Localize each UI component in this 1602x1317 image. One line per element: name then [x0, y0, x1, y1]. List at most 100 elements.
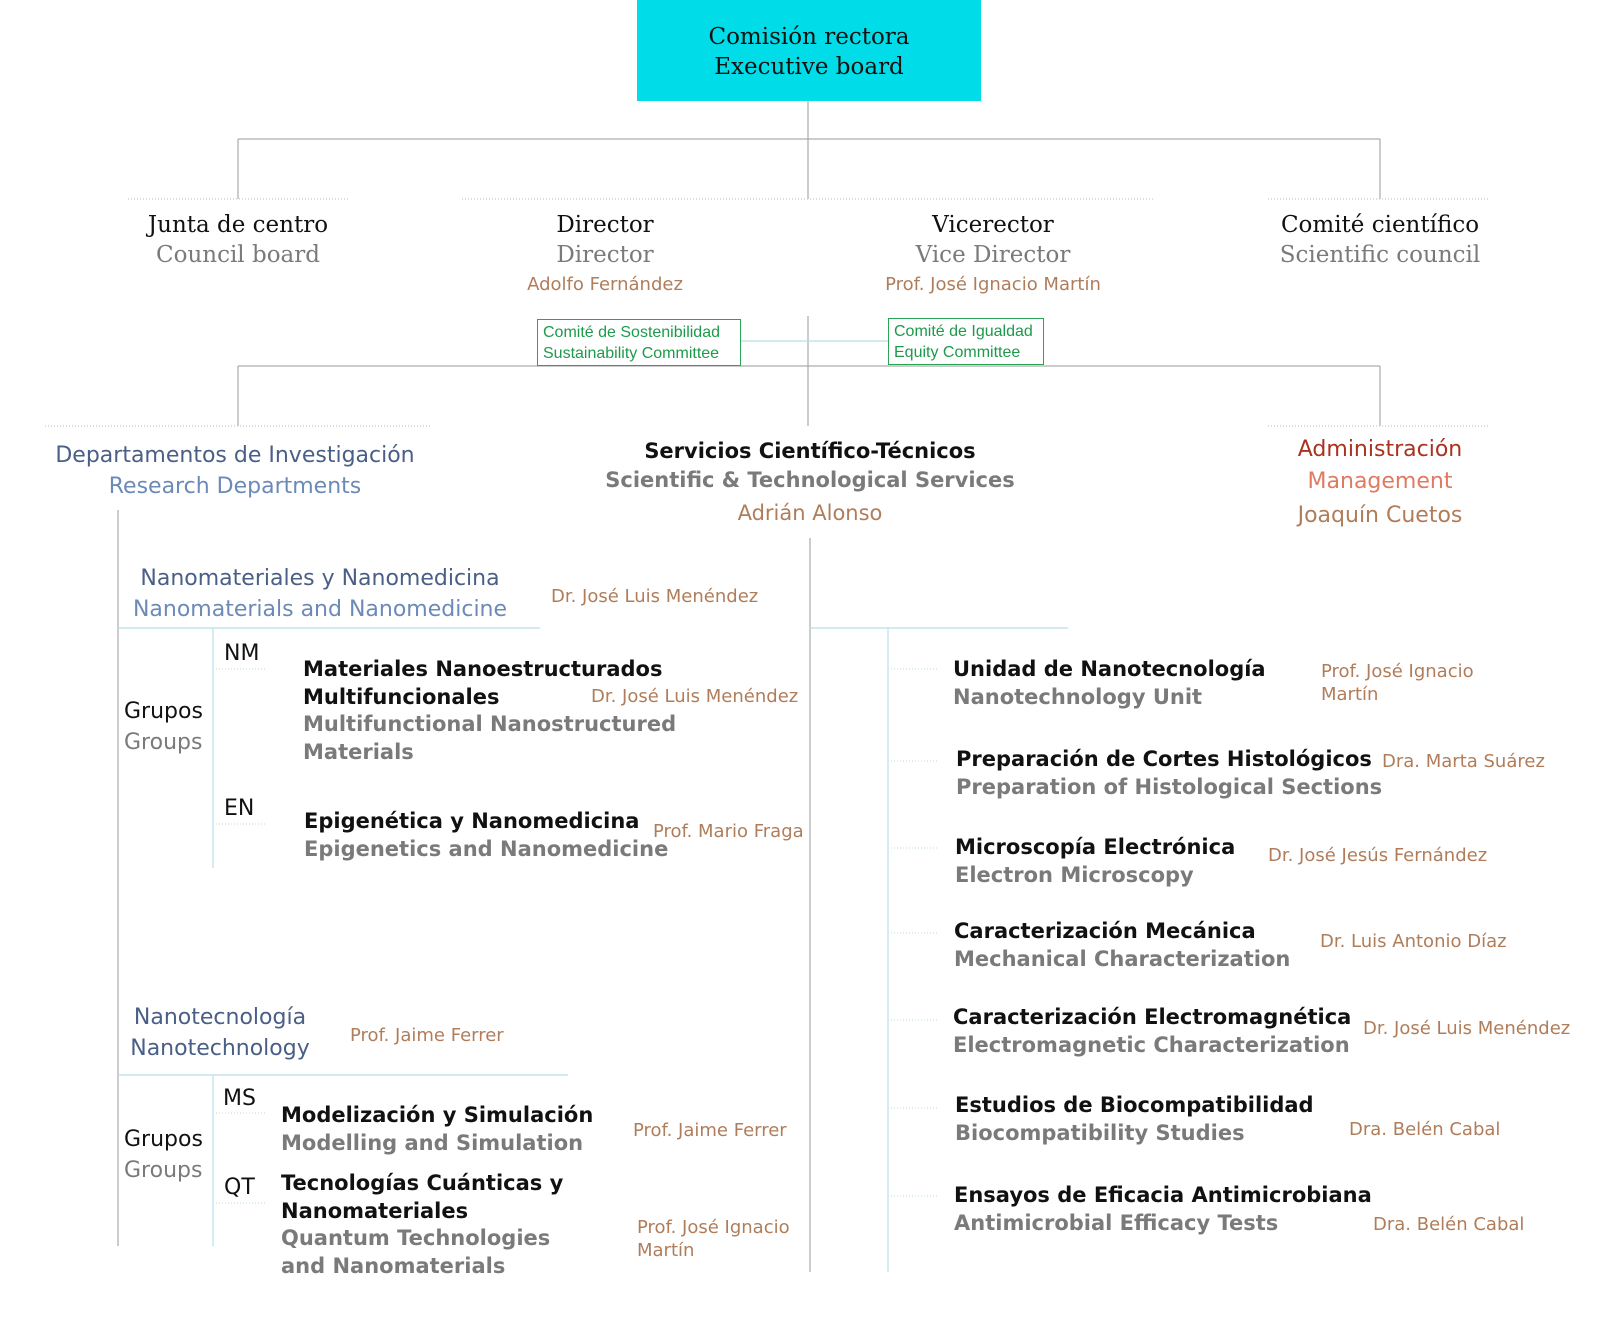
management-head: Joaquín Cuetos: [1297, 503, 1463, 528]
unit-antimicrobial-es: Ensayos de Eficacia Antimicrobiana: [954, 1183, 1372, 1207]
group-qt-es1: Tecnologías Cuánticas y: [281, 1171, 564, 1195]
management-node: Administración Management Joaquín Cuetos: [1240, 434, 1520, 534]
unit-biocompatibility-en: Biocompatibility Studies: [955, 1121, 1245, 1145]
group-ms-es1: Modelización y Simulación: [281, 1103, 594, 1127]
unit-electromagnetic-es: Caracterización Electromagnética: [953, 1005, 1352, 1029]
unit-nanotechnology-head2: Martín: [1321, 684, 1379, 705]
groups-es: Grupos: [124, 699, 203, 724]
scientific-council-es: Comité científico: [1280, 212, 1480, 238]
unit-biocompatibility: Estudios de Biocompatibilidad Biocompati…: [955, 1091, 1314, 1147]
unit-histological-es: Preparación de Cortes Histológicos: [956, 747, 1372, 771]
unit-antimicrobial: Ensayos de Eficacia Antimicrobiana Antim…: [954, 1181, 1372, 1237]
services-head: Adrián Alonso: [737, 501, 883, 525]
group-nm-en2: Materials: [303, 739, 414, 764]
unit-nanotechnology-head: Prof. José Ignacio Martín: [1321, 660, 1474, 706]
unit-antimicrobial-en: Antimicrobial Efficacy Tests: [954, 1211, 1279, 1235]
group-en: Epigenética y Nanomedicina Epigenetics a…: [304, 808, 668, 863]
unit-electron-microscopy-head: Dr. José Jesús Fernández: [1268, 845, 1488, 866]
vice-director-es: Vicerector: [932, 212, 1054, 238]
unit-histological-head: Dra. Marta Suárez: [1382, 751, 1545, 772]
director-person: Adolfo Fernández: [527, 274, 683, 295]
scientific-council-node: Comité científico Scientific council: [1240, 210, 1520, 270]
group-nm-en1: Multifunctional Nanostructured: [303, 712, 677, 736]
unit-nanotechnology-head1: Prof. José Ignacio: [1321, 661, 1474, 682]
executive-board-title: Comisión rectora Executive board: [637, 22, 981, 82]
groups-en-2: Groups: [124, 1158, 203, 1183]
groups-es-2: Grupos: [124, 1127, 203, 1152]
scientific-council-en: Scientific council: [1279, 242, 1481, 268]
group-qt-en1: Quantum Technologies: [281, 1226, 551, 1250]
group-nm-head: Dr. José Luis Menéndez: [591, 686, 799, 707]
services-node: Servicios Científico-Técnicos Scientific…: [600, 437, 1020, 532]
equity-committee-en: Equity Committee: [894, 344, 1021, 361]
group-code-qt: QT: [224, 1175, 255, 1200]
group-nm: Materiales Nanoestructurados Multifuncio…: [303, 656, 676, 766]
research-departments-es: Departamentos de Investigación: [55, 443, 415, 468]
unit-biocompatibility-es: Estudios de Biocompatibilidad: [955, 1093, 1314, 1117]
group-qt-head: Prof. José Ignacio Martín: [637, 1216, 790, 1262]
services-en: Scientific & Technological Services: [605, 468, 1015, 492]
vice-director-person: Prof. José Ignacio Martín: [885, 274, 1101, 295]
executive-es: Comisión rectora: [708, 24, 910, 50]
director-es: Director: [556, 212, 654, 238]
unit-biocompatibility-head: Dra. Belén Cabal: [1349, 1119, 1501, 1140]
dept-nanomaterials-head: Dr. José Luis Menéndez: [551, 586, 759, 607]
vice-director-node: Vicerector Vice Director Prof. José Igna…: [853, 210, 1133, 300]
unit-electromagnetic-head: Dr. José Luis Menéndez: [1363, 1018, 1571, 1039]
sustainability-committee-box: Comité de Sostenibilidad Sustainability …: [537, 319, 741, 366]
unit-nanotechnology-es: Unidad de Nanotecnología: [953, 657, 1266, 681]
unit-electron-microscopy-es: Microscopía Electrónica: [955, 835, 1236, 859]
group-qt-head1: Prof. José Ignacio: [637, 1217, 790, 1238]
group-nm-es1: Materiales Nanoestructurados: [303, 657, 663, 681]
group-qt-en2: and Nanomaterials: [281, 1253, 506, 1278]
unit-mechanical-en: Mechanical Characterization: [954, 947, 1291, 971]
unit-mechanical-es: Caracterización Mecánica: [954, 919, 1256, 943]
sustainability-committee-es: Comité de Sostenibilidad: [543, 324, 720, 341]
unit-histological-en: Preparation of Histological Sections: [956, 775, 1383, 799]
management-es: Administración: [1297, 437, 1463, 462]
dept-nanomaterials-en: Nanomaterials and Nanomedicine: [132, 597, 508, 622]
dept-nanomaterials-es: Nanomateriales y Nanomedicina: [140, 566, 500, 591]
unit-nanotechnology-en: Nanotechnology Unit: [953, 685, 1203, 709]
dept-nanotechnology-en: Nanotechnology: [130, 1036, 310, 1061]
unit-nanotechnology: Unidad de Nanotecnología Nanotechnology …: [953, 655, 1266, 711]
executive-board-box: [637, 0, 981, 101]
dept-nanotechnology: Nanotecnología Nanotechnology: [120, 1002, 320, 1064]
group-en-en1: Epigenetics and Nanomedicine: [304, 836, 669, 861]
unit-electron-microscopy-en: Electron Microscopy: [955, 863, 1194, 887]
groups-en: Groups: [124, 730, 203, 755]
group-ms-head: Prof. Jaime Ferrer: [633, 1120, 787, 1141]
group-code-ms: MS: [223, 1086, 256, 1111]
group-qt-head2: Martín: [637, 1240, 695, 1261]
equity-committee-es: Comité de Igualdad: [894, 323, 1033, 340]
unit-electron-microscopy: Microscopía Electrónica Electron Microsc…: [955, 833, 1235, 889]
group-ms-en1: Modelling and Simulation: [281, 1131, 584, 1155]
dept-nanomaterials: Nanomateriales y Nanomedicina Nanomateri…: [120, 563, 520, 625]
unit-mechanical-head: Dr. Luis Antonio Díaz: [1320, 931, 1507, 952]
unit-antimicrobial-head: Dra. Belén Cabal: [1373, 1214, 1525, 1235]
council-board-node: Junta de centro Council board: [108, 210, 368, 270]
group-qt-es2: Nanomateriales: [281, 1198, 469, 1223]
sustainability-committee-en: Sustainability Committee: [543, 345, 720, 362]
dept-nanotechnology-groups-label: Grupos Groups: [124, 1124, 203, 1186]
executive-en: Executive board: [714, 54, 904, 80]
group-code-nm: NM: [224, 641, 260, 666]
group-en-head: Prof. Mario Fraga: [653, 821, 804, 842]
director-node: Director Director Adolfo Fernández: [475, 210, 735, 300]
group-code-en: EN: [224, 796, 255, 821]
council-board-es: Junta de centro: [147, 212, 329, 238]
group-qt: Tecnologías Cuánticas y Nanomateriales Q…: [281, 1170, 563, 1280]
equity-committee-box: Comité de Igualdad Equity Committee: [888, 318, 1044, 365]
director-en: Director: [556, 242, 654, 268]
management-en: Management: [1307, 469, 1453, 494]
unit-electromagnetic: Caracterización Electromagnética Electro…: [953, 1003, 1351, 1059]
unit-mechanical: Caracterización Mecánica Mechanical Char…: [954, 917, 1290, 973]
dept-nanomaterials-groups-label: Grupos Groups: [124, 696, 203, 758]
research-departments-en: Research Departments: [108, 474, 362, 499]
research-departments-node: Departamentos de Investigación Research …: [45, 440, 425, 502]
unit-histological: Preparación de Cortes Histológicos Prepa…: [956, 745, 1382, 801]
vice-director-en: Vice Director: [915, 242, 1071, 268]
dept-nanotechnology-head: Prof. Jaime Ferrer: [350, 1025, 504, 1046]
group-nm-es2: Multifuncionales: [303, 684, 500, 709]
